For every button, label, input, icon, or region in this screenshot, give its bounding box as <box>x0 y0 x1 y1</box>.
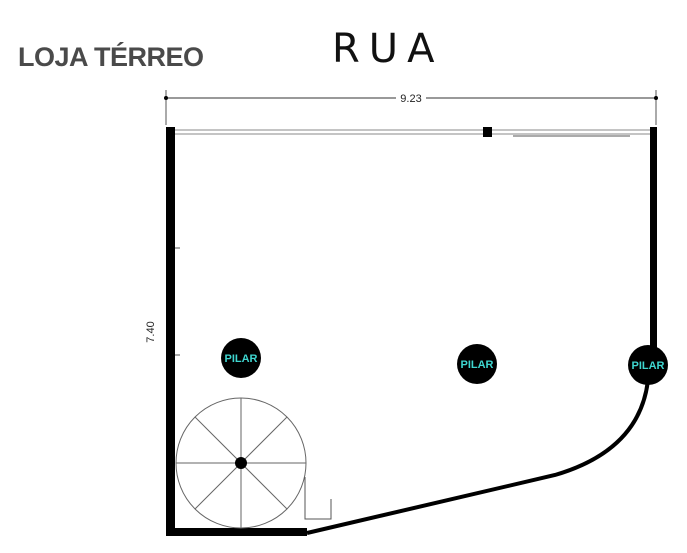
street-label: RUA <box>332 26 444 72</box>
pillar-label: PILAR <box>225 353 258 365</box>
storefront-window <box>175 127 650 137</box>
pillar-2: PILAR <box>457 344 497 384</box>
pillar-1: PILAR <box>221 338 261 378</box>
walls <box>166 127 657 536</box>
pillar-3: PILAR <box>628 345 668 385</box>
depth-dimension: 7.40 <box>145 321 157 342</box>
width-dimension: 9.23 <box>164 90 658 125</box>
spiral-staircase <box>175 397 332 529</box>
plan-title: LOJA TÉRREO <box>18 42 204 72</box>
pillar-label: PILAR <box>632 360 665 372</box>
pillar-label: PILAR <box>461 359 494 371</box>
width-dimension-label: 9.23 <box>400 93 421 105</box>
depth-dimension-label: 7.40 <box>145 321 157 342</box>
